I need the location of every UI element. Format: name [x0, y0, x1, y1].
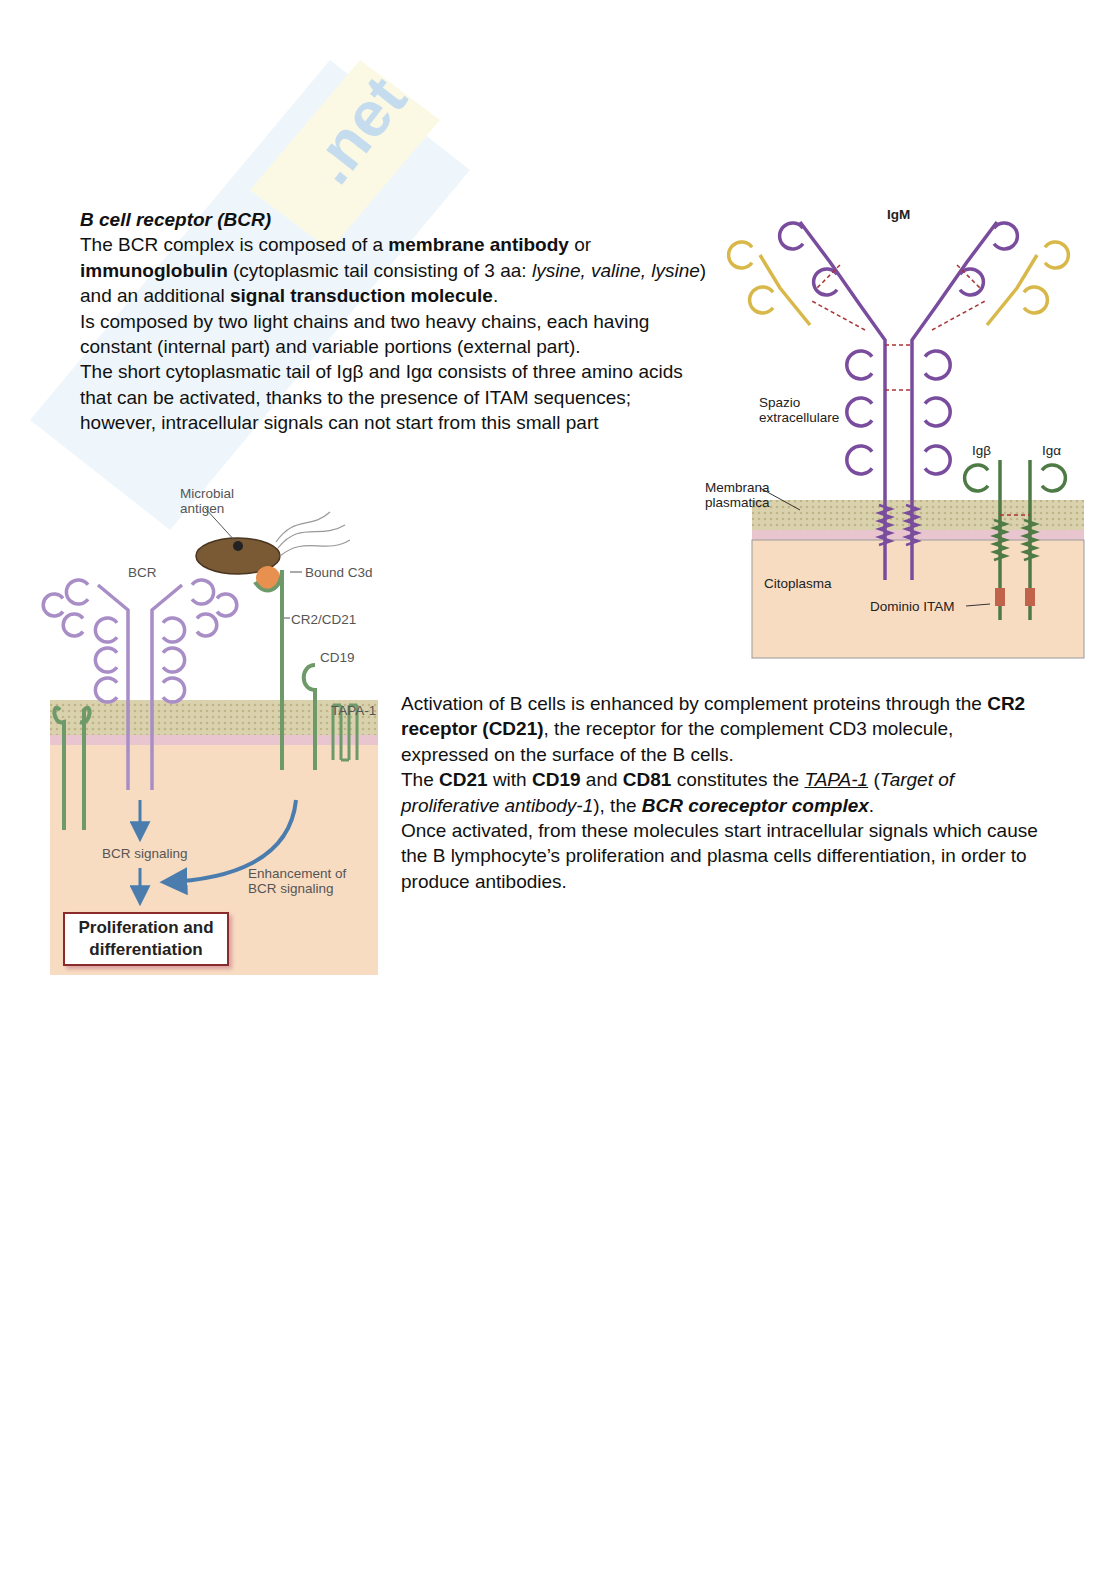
body-text: . [493, 285, 498, 306]
figure-label: Microbial antigen [180, 486, 250, 516]
ig-domain [197, 614, 217, 636]
body-text: immunoglobulin [80, 260, 228, 281]
figure-label: Dominio ITAM [870, 599, 970, 614]
ig-domain [1045, 242, 1068, 268]
text-line: The BCR complex is composed of a membran… [80, 232, 710, 308]
body-text: or [569, 234, 591, 255]
ig-domain [163, 648, 185, 672]
ig-domain [163, 678, 185, 702]
body-text: constitutes the [671, 769, 804, 790]
text-line: Once activated, from these molecules sta… [401, 818, 1041, 894]
ig-domain [847, 398, 872, 426]
body-text: The short cytoplasmatic tail of Igβ and … [80, 361, 683, 433]
figure-label: BCR [128, 565, 168, 580]
ig-domain [960, 269, 983, 295]
body-text: ( [868, 769, 880, 790]
figure-label: Membrana plasmatica [705, 480, 785, 510]
body-text: lysine, valine, lysine [532, 260, 700, 281]
ig-domain [95, 678, 117, 702]
chain-line [906, 505, 918, 545]
ig-domain [1042, 465, 1065, 491]
box-text: Proliferation and differentiation [71, 917, 221, 961]
igm-figure-ground [752, 488, 1084, 658]
ig-domain [163, 618, 185, 642]
chain-line [760, 255, 810, 325]
chain-line [885, 389, 912, 391]
chain-line [912, 222, 997, 580]
ig-domain [925, 446, 950, 474]
ig-domain [729, 242, 752, 268]
figure-label: BCR signaling [102, 846, 222, 861]
body-text: CD19 [532, 769, 581, 790]
chain-line [885, 344, 912, 346]
body-text: signal transduction molecule [230, 285, 493, 306]
ig-domain [66, 580, 88, 604]
ig-domain [814, 269, 837, 295]
text-line: Is composed by two light chains and two … [80, 309, 710, 360]
ig-domain [63, 614, 83, 636]
text-block: Activation of B cells is enhanced by com… [401, 691, 1041, 894]
body-text: BCR coreceptor complex [642, 795, 869, 816]
chain-line [957, 265, 982, 290]
ig-domain [780, 223, 803, 249]
ig-domain [847, 446, 872, 474]
ig-domain [217, 594, 237, 616]
chain-line [987, 255, 1037, 325]
ig-domain [925, 398, 950, 426]
figure-label: Igβ [972, 443, 1012, 458]
ig-domain [847, 351, 872, 379]
chain-line [932, 300, 987, 330]
figure-label: Spazio extracellulare [759, 395, 854, 425]
body-text: (cytoplasmic tail consisting of 3 aa: [228, 260, 532, 281]
body-text: and [581, 769, 623, 790]
body-text: with [488, 769, 532, 790]
body-text: ), the [593, 795, 642, 816]
body-text: The [401, 769, 439, 790]
chain-line [879, 505, 891, 545]
body-text: . [869, 795, 874, 816]
chain-line [1000, 514, 1030, 516]
figure-label: Igα [1042, 443, 1082, 458]
ig-domain [43, 594, 63, 616]
ig-domain [750, 287, 773, 313]
text-line: The short cytoplasmatic tail of Igβ and … [80, 359, 710, 435]
heading: B cell receptor (BCR) [80, 209, 271, 230]
ig-domain [994, 223, 1017, 249]
chain-line [815, 265, 840, 290]
chain-line [98, 585, 128, 790]
body-text: Once activated, from these molecules sta… [401, 820, 1038, 892]
chain-line [1024, 520, 1036, 560]
ig-domain [1024, 287, 1047, 313]
itam-domain [1025, 588, 1035, 606]
body-text: membrane antibody [388, 234, 569, 255]
ig-domain [925, 351, 950, 379]
figure-label: IgM [887, 207, 947, 222]
text-line: Activation of B cells is enhanced by com… [401, 691, 1041, 767]
chain-line [800, 222, 885, 580]
ig-domain [95, 648, 117, 672]
text-block: B cell receptor (BCR)The BCR complex is … [80, 207, 710, 436]
figure-label: CD19 [320, 650, 370, 665]
ig-domain [965, 465, 988, 491]
body-text: CD21 [439, 769, 488, 790]
figure-label: Bound C3d [305, 565, 395, 580]
body-text: The BCR complex is composed of a [80, 234, 388, 255]
chain-line [152, 585, 182, 790]
body-text: Activation of B cells is enhanced by com… [401, 693, 987, 714]
result-box: Proliferation and differentiation [63, 912, 229, 966]
chain-line [994, 520, 1006, 560]
text-line: The CD21 with CD19 and CD81 constitutes … [401, 767, 1041, 818]
itam-domain [995, 588, 1005, 606]
text-line: B cell receptor (BCR) [80, 207, 710, 232]
figure-label: TAPA-1 [331, 703, 391, 718]
chain-line [810, 300, 865, 330]
ig-domain [192, 580, 214, 604]
body-text: TAPA-1 [804, 769, 868, 790]
body-text: CD81 [623, 769, 672, 790]
figure-label: CR2/CD21 [291, 612, 371, 627]
figure-label: Enhancement of BCR signaling [248, 866, 366, 896]
body-text: Is composed by two light chains and two … [80, 311, 649, 357]
figure-label: Citoplasma [764, 576, 864, 591]
ig-domain [95, 618, 117, 642]
